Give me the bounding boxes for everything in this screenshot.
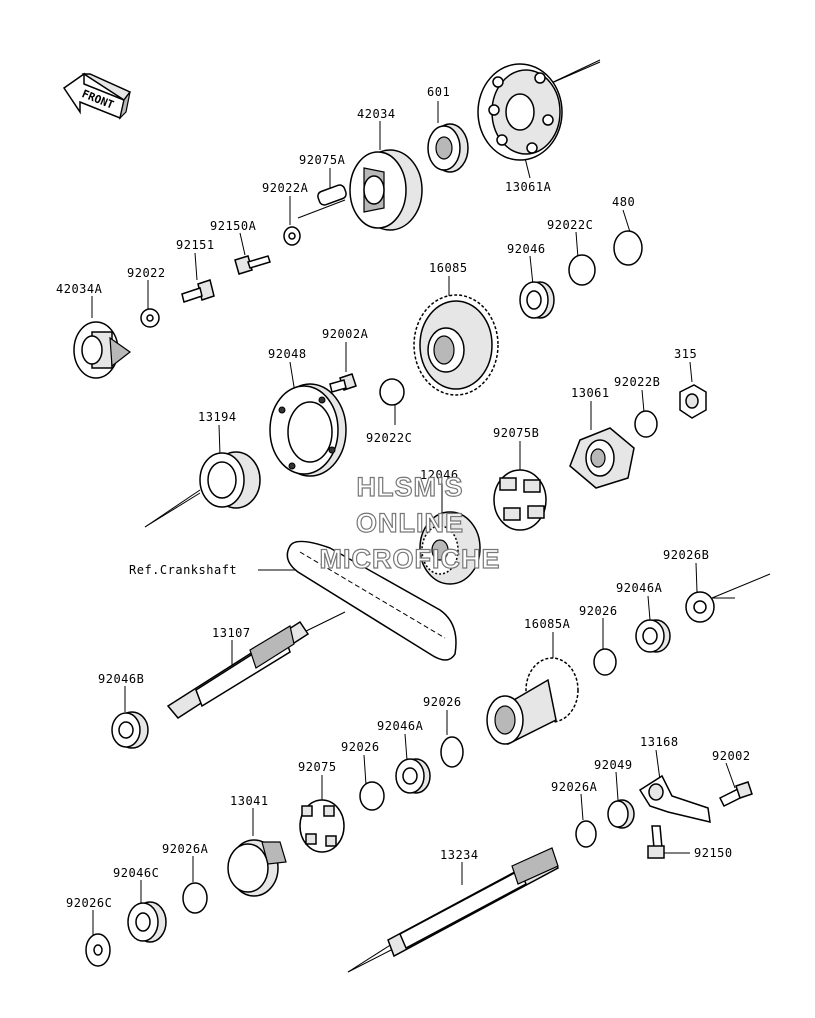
label-92026A-left: 92026A [162,842,209,856]
part-92151 [181,279,215,303]
label-42034: 42034 [357,107,396,121]
part-42034A [73,321,132,379]
label-92046C: 92046C [113,866,160,880]
part-92150 [647,825,665,859]
part-13041 [227,839,287,897]
label-92026B: 92026B [663,548,710,562]
label-92150: 92150 [694,846,733,860]
label-92022A: 92022A [262,181,309,195]
part-601 [427,123,469,173]
part-chain [286,540,457,661]
label-ref-crankshaft: Ref.Crankshaft [129,563,238,577]
part-92026-right [593,648,617,676]
label-13041: 13041 [230,794,269,808]
part-92022C-mid [379,378,405,406]
label-92075A: 92075A [299,153,346,167]
part-13234 [387,847,559,958]
label-480: 480 [612,195,636,209]
label-92002A: 92002A [322,327,369,341]
part-92075B [493,469,547,531]
label-16085: 16085 [429,261,468,275]
part-16085A [486,657,579,746]
part-92046-top [519,281,555,319]
part-92026-mid [440,736,464,768]
part-13107 [166,620,310,719]
label-92075B: 92075B [493,426,540,440]
label-92046-top: 92046 [507,242,546,256]
part-92150A [234,255,271,275]
part-92046A-mid [395,758,431,794]
label-92048: 92048 [268,347,307,361]
part-92026A-right [575,820,597,848]
part-42034 [349,149,423,231]
label-12046: 12046 [420,468,459,482]
part-12046 [419,511,481,585]
label-92026A-right: 92026A [551,780,598,794]
part-16085 [413,294,499,396]
label-13061A: 13061A [505,180,552,194]
label-42034A: 42034A [56,282,103,296]
watermark-line-3: MICROFICHE [319,543,501,574]
label-601: 601 [427,85,451,99]
part-92075 [299,799,345,853]
part-13061A [477,63,563,161]
label-13168: 13168 [640,735,679,749]
label-92151: 92151 [176,238,215,252]
label-92022C-mid: 92022C [366,431,413,445]
part-13194 [199,451,261,509]
part-92026A-left [182,882,208,914]
watermark-line-2: ONLINE [355,507,464,538]
label-92022C-top: 92022C [547,218,594,232]
part-92075A [317,184,347,206]
label-92046A-right: 92046A [616,581,663,595]
label-92026-left: 92026 [341,740,380,754]
label-92026-right: 92026 [579,604,618,618]
label-92046B: 92046B [98,672,145,686]
label-92046A-mid: 92046A [377,719,424,733]
leader-lines [91,59,771,973]
label-92150A: 92150A [210,219,257,233]
label-92022: 92022 [127,266,166,280]
watermark-line-1: HLSM'S [356,471,464,502]
part-480 [613,230,643,266]
label-92026-mid: 92026 [423,695,462,709]
label-315: 315 [674,347,698,361]
label-13107: 13107 [212,626,251,640]
part-92046C [127,901,167,943]
part-92002 [718,781,753,808]
part-13061 [569,427,635,489]
label-13194: 13194 [198,410,237,424]
label-92002: 92002 [712,749,751,763]
part-92022B [634,410,658,438]
front-arrow-icon: FRONT [62,72,132,120]
part-92026-left [359,781,385,811]
part-315 [679,384,707,419]
part-92046B [111,711,149,749]
label-13234: 13234 [440,848,479,862]
part-92048 [269,383,347,477]
label-13061: 13061 [571,386,610,400]
label-92049: 92049 [594,758,633,772]
part-92046A-right [635,619,671,653]
label-16085A: 16085A [524,617,571,631]
label-92026C: 92026C [66,896,113,910]
part-92002A [329,373,357,393]
part-13168 [638,774,711,823]
label-92022B: 92022B [614,375,661,389]
label-92075: 92075 [298,760,337,774]
part-92022C-top [568,254,596,286]
part-92049 [607,799,635,829]
